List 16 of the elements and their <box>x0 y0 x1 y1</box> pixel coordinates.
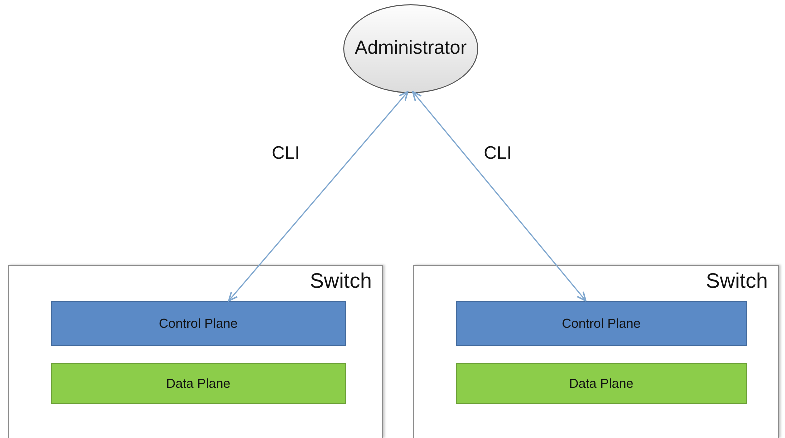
actor-ellipse <box>343 4 479 94</box>
node-label: Administrator <box>355 38 467 60</box>
control-plane-box <box>456 301 747 346</box>
connector-arrow <box>228 91 409 302</box>
data-plane-box <box>456 363 747 404</box>
node-label: Data Plane <box>166 376 231 391</box>
switch-container <box>413 265 779 438</box>
node-label: Control Plane <box>562 316 641 331</box>
node-label: Data Plane <box>569 376 634 391</box>
switch-container <box>8 265 383 438</box>
node-label: Control Plane <box>159 316 238 331</box>
connector-arrow <box>412 91 587 302</box>
control-plane-box <box>51 301 346 346</box>
container-title: Switch <box>310 270 372 294</box>
container-title: Switch <box>706 270 768 294</box>
data-plane-box <box>51 363 346 404</box>
